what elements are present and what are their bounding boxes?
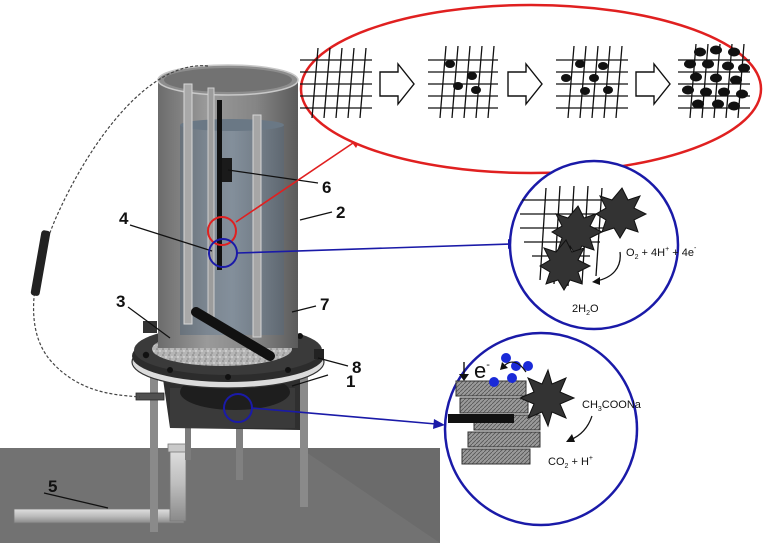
mesh-stage-2 — [428, 45, 498, 119]
mesh-stage-3 — [556, 45, 628, 119]
anode-reaction-panel: e- CH3COONa CO2 + H+ — [443, 331, 642, 527]
cathode-chamber — [157, 64, 299, 361]
stage-arrow-icon — [507, 62, 543, 106]
inlet-pipe — [13, 443, 189, 524]
callout-7: 7 — [320, 295, 329, 314]
callout-labels: 1 2 3 4 5 6 7 8 — [48, 178, 361, 496]
current-collector — [448, 414, 514, 423]
oxidation-products-label: CO2 + H+ — [548, 455, 593, 470]
substrate-label: CH3COONa — [582, 399, 642, 413]
catalyst-particle-icon — [682, 45, 750, 111]
ground-platform — [0, 448, 440, 543]
callout-6: 6 — [322, 178, 331, 197]
callout-3: 3 — [116, 292, 125, 311]
cathode-surface-marker — [207, 216, 237, 246]
cathode-reaction-reactants: O2 + 4H+ + 4e- — [626, 245, 697, 261]
callout-1: 1 — [346, 372, 355, 391]
stage-arrow-icon — [635, 62, 671, 106]
external-circuit — [30, 65, 209, 398]
cathode-reaction-product: 2H2O — [572, 303, 599, 317]
resistor-icon — [30, 230, 51, 296]
stage-arrow-icon — [379, 62, 415, 106]
callout-5: 5 — [48, 477, 57, 496]
biofilm-icon — [539, 187, 648, 291]
mesh-stage-4 — [678, 43, 750, 119]
callout-2: 2 — [336, 203, 345, 222]
catalyst-particle-icon — [445, 60, 481, 94]
callout-lines — [43, 169, 349, 509]
catalyst-particle-icon — [561, 60, 613, 95]
callout-4: 4 — [119, 209, 129, 228]
biofilm-icon — [518, 368, 576, 428]
cathode-reaction-panel: O2 + 4H+ + 4e- 2H2O — [508, 159, 697, 331]
mesh-stage-1 — [300, 47, 372, 119]
electron-label: e- — [474, 358, 490, 383]
callout-8: 8 — [352, 358, 361, 377]
catalyst-deposition-panel — [299, 3, 763, 175]
